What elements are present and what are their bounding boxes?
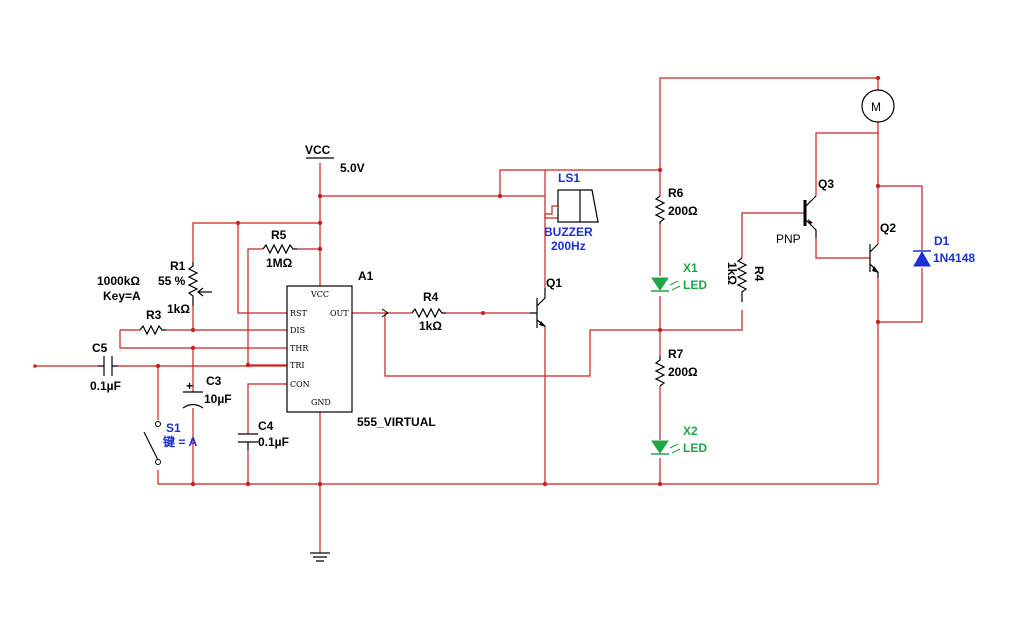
resistor-r7: R7 200Ω [654,347,698,387]
svg-text:CON: CON [290,380,310,389]
svg-text:Q1: Q1 [546,276,562,290]
resistor-r3: R3 [139,308,166,336]
capacitor-c5: C5 0.1µF [90,341,121,393]
potentiometer-r1: R1 55 % 1000kΩ Key=A 1kΩ [97,259,212,316]
svg-text:S1: S1 [166,421,181,435]
svg-text:Q3: Q3 [818,177,834,191]
svg-text:1MΩ: 1MΩ [266,256,293,270]
svg-text:0.1µF: 0.1µF [90,379,121,393]
vcc-source: VCC 5.0V [305,143,365,175]
svg-text:A1: A1 [358,269,374,283]
svg-text:VCC: VCC [305,143,331,157]
svg-text:R3: R3 [146,308,162,322]
transistor-q3: Q3 PNP [776,177,834,246]
switch-s1[interactable]: S1 键 = A [143,421,198,465]
svg-text:M: M [871,100,881,114]
svg-text:D1: D1 [934,234,950,248]
led-x1: X1 LED [651,261,707,292]
buzzer-ls1: LS1 BUZZER 200Hz [544,171,599,253]
svg-text:TRI: TRI [290,361,305,370]
svg-text:OUT: OUT [330,309,349,318]
ground-symbol [310,552,330,562]
svg-text:X2: X2 [683,424,698,438]
svg-text:5.0V: 5.0V [340,161,365,175]
diode-d1: D1 1N4148 [913,234,975,267]
resistor-r4-q1: R4 1kΩ [411,290,446,333]
resistor-r6: R6 200Ω [654,186,698,224]
svg-text:55 %: 55 % [158,274,186,288]
svg-text:1kΩ: 1kΩ [419,319,442,333]
svg-text:LED: LED [683,441,707,455]
junctions [155,75,881,487]
svg-text:555_VIRTUAL: 555_VIRTUAL [357,415,436,429]
resistor-r5: R5 1MΩ [262,228,297,270]
svg-text:1kΩ: 1kΩ [725,262,739,285]
resistor-r4-q3: R4 1kΩ [725,257,766,302]
svg-text:R4: R4 [752,266,766,282]
svg-text:200Hz: 200Hz [551,239,586,253]
svg-text:R1: R1 [170,259,186,273]
out-marker [381,308,389,318]
svg-text:1N4148: 1N4148 [933,251,975,265]
svg-text:BUZZER: BUZZER [544,225,593,239]
input-terminal [33,364,37,368]
svg-text:1000kΩ: 1000kΩ [97,274,140,288]
svg-text:VCC: VCC [310,290,329,299]
svg-text:R5: R5 [271,228,287,242]
svg-text:DIS: DIS [290,326,305,335]
led-x2: X2 LED [651,424,707,455]
svg-text:RST: RST [290,309,308,318]
capacitor-c4: C4 0.1µF [238,419,289,450]
transistor-q2: Q2 [869,221,896,278]
svg-text:C5: C5 [92,341,108,355]
svg-text:200Ω: 200Ω [668,204,698,218]
svg-text:Q2: Q2 [880,221,896,235]
timer-555: A1 555_VIRTUAL VCC RST DIS THR TRI CON O… [286,269,436,429]
svg-text:键 = A: 键 = A [162,434,198,449]
capacitor-c3: + C3 10µF [182,374,232,409]
svg-text:PNP: PNP [776,232,801,246]
transistor-q1: Q1 [530,214,562,328]
svg-text:R7: R7 [668,347,684,361]
svg-text:C4: C4 [258,419,274,433]
svg-text:10µF: 10µF [204,392,232,406]
svg-text:THR: THR [290,344,309,353]
svg-text:+: + [186,379,193,393]
svg-text:R6: R6 [668,186,684,200]
svg-text:Key=A: Key=A [103,289,141,303]
svg-text:1kΩ: 1kΩ [167,302,190,316]
svg-text:LS1: LS1 [558,171,580,185]
svg-text:0.1µF: 0.1µF [258,435,289,449]
svg-text:C3: C3 [206,374,222,388]
svg-text:200Ω: 200Ω [668,365,698,379]
svg-text:GND: GND [311,398,331,407]
wires [35,77,923,553]
motor: M [861,89,895,123]
svg-text:LED: LED [683,278,707,292]
svg-text:X1: X1 [683,261,698,275]
svg-text:R4: R4 [423,290,439,304]
